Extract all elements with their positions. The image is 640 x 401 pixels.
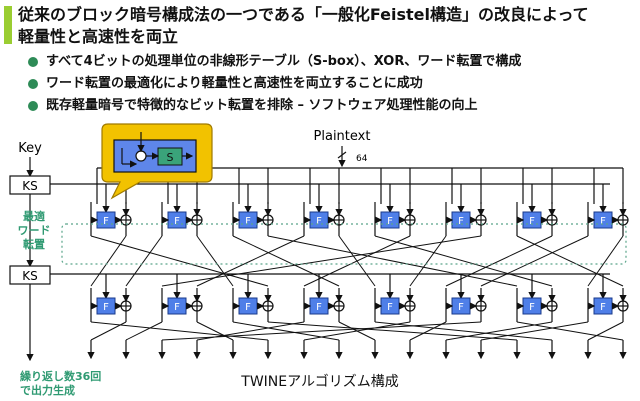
shuffle-wire <box>480 235 589 287</box>
f-function-label: F <box>103 216 109 227</box>
shuffle-wire <box>445 235 553 287</box>
f-function-label: F <box>245 216 251 227</box>
ks-label: KS <box>22 179 38 193</box>
f-function-label: F <box>600 302 606 313</box>
shuffle-wire <box>90 235 269 287</box>
shuffle-wire <box>90 321 127 341</box>
bullet-item: ワード転置の最適化により軽量性と高速性を両立することに成功 <box>26 74 626 96</box>
f-function-label: F <box>103 302 109 313</box>
f-function-label: F <box>529 216 535 227</box>
bullet-text: すべて4ビットの処理単位の非線形テーブル（S-box）、XOR、ワード転置で構成 <box>46 54 522 69</box>
shuffle-wire <box>125 321 163 341</box>
shuffle-wire <box>267 235 518 287</box>
s-box-label: S <box>167 151 174 164</box>
repeat-note-line: 繰り返し数36回 <box>20 370 102 383</box>
bullet-dot-icon <box>28 79 38 89</box>
shuffle-wire <box>90 235 127 287</box>
shuffle-wire <box>374 321 553 341</box>
callout-xor-icon <box>135 150 147 162</box>
shuffle-wire <box>374 235 553 287</box>
diagram-caption: TWINEアルゴリズム構成 <box>241 374 399 390</box>
shuffle-wire <box>161 235 482 287</box>
shuffle-wire <box>445 321 553 341</box>
ks-label: KS <box>22 269 38 283</box>
shuffle-note-line: 転置 <box>23 238 45 251</box>
shuffle-wire <box>125 235 163 287</box>
shuffle-wire <box>196 321 234 341</box>
shuffle-wire <box>480 321 589 341</box>
title-accent-bar <box>4 6 12 44</box>
bullet-text: 既存軽量暗号で特徴的なビット転置を排除 – ソフトウェア処理性能の向上 <box>46 98 478 113</box>
plaintext-bus-mark <box>337 151 347 159</box>
shuffle-wire <box>303 235 411 287</box>
title-line-2: 軽量性と高速性を両立 <box>18 27 179 46</box>
bullet-dot-icon <box>28 101 38 111</box>
bullet-dot-icon <box>28 57 38 67</box>
f-function-label: F <box>529 302 535 313</box>
plaintext-bits-label: 64 <box>356 154 368 164</box>
bullet-list: すべて4ビットの処理単位の非線形テーブル（S-box）、XOR、ワード転置で構成… <box>26 52 626 118</box>
shuffle-wire <box>409 235 447 287</box>
f-function-label: F <box>316 216 322 227</box>
bullet-item: すべて4ビットの処理単位の非線形テーブル（S-box）、XOR、ワード転置で構成 <box>26 52 626 74</box>
shuffle-wire <box>196 235 234 287</box>
f-function-label: F <box>316 302 322 313</box>
f-function-label: F <box>245 302 251 313</box>
shuffle-wire <box>90 321 269 341</box>
f-function-label: F <box>600 216 606 227</box>
f-function-label: F <box>174 216 180 227</box>
f-function-label: F <box>458 302 464 313</box>
title-line-1: 従来のブロック暗号構成法の一つである「一般化Feistel構造」の改良によって <box>18 5 589 24</box>
f-function-label: F <box>458 216 464 227</box>
f-function-label: F <box>387 302 393 313</box>
repeat-note-line: で出力生成 <box>20 384 75 397</box>
repeat-note: 繰り返し数36回 で出力生成 <box>20 370 101 398</box>
shuffle-wire <box>587 321 624 341</box>
bullet-text: ワード転置の最適化により軽量性と高速性を両立することに成功 <box>46 76 423 91</box>
key-label: Key <box>18 141 42 156</box>
shuffle-note-line: ワード <box>17 224 51 237</box>
shuffle-wire <box>409 321 447 341</box>
bullet-item: 既存軽量暗号で特徴的なビット転置を排除 – ソフトウェア処理性能の向上 <box>26 96 626 118</box>
shuffle-note-line: 最適 <box>23 210 45 223</box>
shuffle-wire <box>267 321 518 341</box>
sbox-callout: S <box>101 123 213 200</box>
plaintext-label: Plaintext <box>314 129 371 144</box>
f-function-label: F <box>174 302 180 313</box>
page-title: 従来のブロック暗号構成法の一つである「一般化Feistel構造」の改良によって … <box>18 4 633 48</box>
shuffle-wire <box>303 321 411 341</box>
shuffle-note: 最適 ワード 転置 <box>16 210 52 252</box>
shuffle-wire <box>161 321 482 341</box>
shuffle-wire <box>587 235 624 287</box>
shuffle-wire <box>516 235 624 287</box>
f-function-label: F <box>387 216 393 227</box>
